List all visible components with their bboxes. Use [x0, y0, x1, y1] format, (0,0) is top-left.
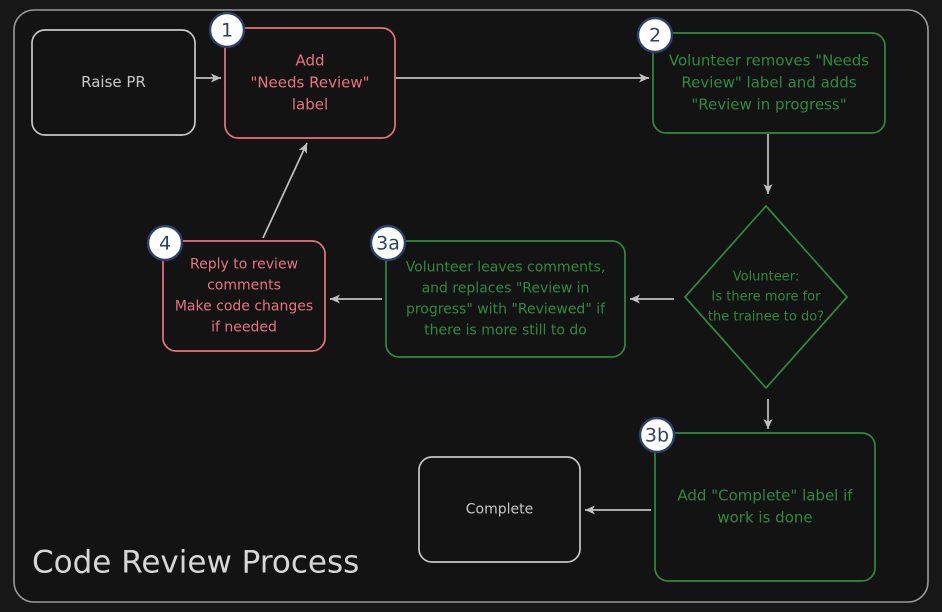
diagram-title: Code Review Process: [32, 545, 359, 581]
node-complete[interactable]: Complete: [418, 456, 581, 563]
node-label-line: Complete: [466, 502, 533, 518]
badge-circle-icon: [146, 224, 184, 262]
node-label-line: if needed: [211, 320, 277, 336]
badge-circle-icon: [638, 416, 676, 454]
node-label-line: Is there more for: [712, 290, 822, 305]
node-label-line: Make code changes: [175, 299, 313, 315]
node-label-line: "Needs Review": [250, 74, 369, 92]
node-label-line: work is done: [717, 509, 812, 527]
node-label-line: Volunteer removes "Needs: [669, 52, 869, 70]
badge-circle-icon: [636, 16, 674, 54]
badge-circle-icon: [208, 11, 246, 49]
node-shape-rect: [385, 240, 626, 358]
step-badge-2[interactable]: 2: [636, 16, 674, 54]
node-shape-rect: [652, 32, 886, 134]
step-badge-3b[interactable]: 3b: [638, 416, 676, 454]
node-raise-pr[interactable]: Raise PR: [31, 29, 196, 136]
step-badge-4[interactable]: 4: [146, 224, 184, 262]
node-label-line: Reply to review: [190, 257, 298, 273]
node-shape-diamond: [684, 205, 848, 389]
node-label-line: progress" with "Reviewed" if: [406, 302, 606, 318]
node-label-line: Review" label and adds: [681, 74, 856, 92]
node-volunteer-decision[interactable]: Volunteer: Is there more for the trainee t…: [684, 205, 848, 389]
badge-label: 1: [221, 20, 233, 42]
node-shape-rect: [31, 29, 196, 136]
node-shape-rect: [654, 432, 876, 582]
badge-circle-icon: [369, 224, 407, 262]
badge-label: 3a: [376, 233, 400, 255]
edges-group: [196, 73, 773, 515]
badge-label: 2: [649, 25, 661, 47]
node-add-needs-review-label[interactable]: Add "Needs Review" label: [224, 27, 396, 139]
node-label-line: comments: [207, 278, 281, 294]
step-badge-1[interactable]: 1: [208, 11, 246, 49]
edge-reply-to-add-label: [262, 142, 308, 239]
node-shape-rect: [162, 240, 326, 352]
node-label-line: Add: [295, 52, 324, 70]
node-label-line: Raise PR: [81, 73, 146, 91]
badges-group: 1 2 3a 4 3b: [146, 11, 676, 454]
node-label-line: "Review in progress": [691, 96, 846, 114]
node-label-line: label: [292, 96, 328, 114]
badge-label: 4: [159, 233, 171, 255]
node-label-line: Volunteer leaves comments,: [406, 260, 606, 276]
node-label-line: Volunteer:: [733, 270, 800, 285]
node-label-line: and replaces "Review in: [422, 281, 590, 297]
node-label-line: Add "Complete" label if: [677, 487, 853, 505]
node-shape-rect: [224, 27, 396, 139]
node-add-complete-label[interactable]: Add "Complete" label if work is done: [654, 432, 876, 582]
node-label-line: the trainee to do?: [708, 310, 824, 325]
node-volunteer-leaves-comments[interactable]: Volunteer leaves comments, and replaces "…: [385, 240, 626, 358]
node-label-line: there is more still to do: [424, 323, 587, 339]
step-badge-3a[interactable]: 3a: [369, 224, 407, 262]
node-shape-rect: [418, 456, 581, 563]
badge-label: 3b: [645, 425, 669, 447]
